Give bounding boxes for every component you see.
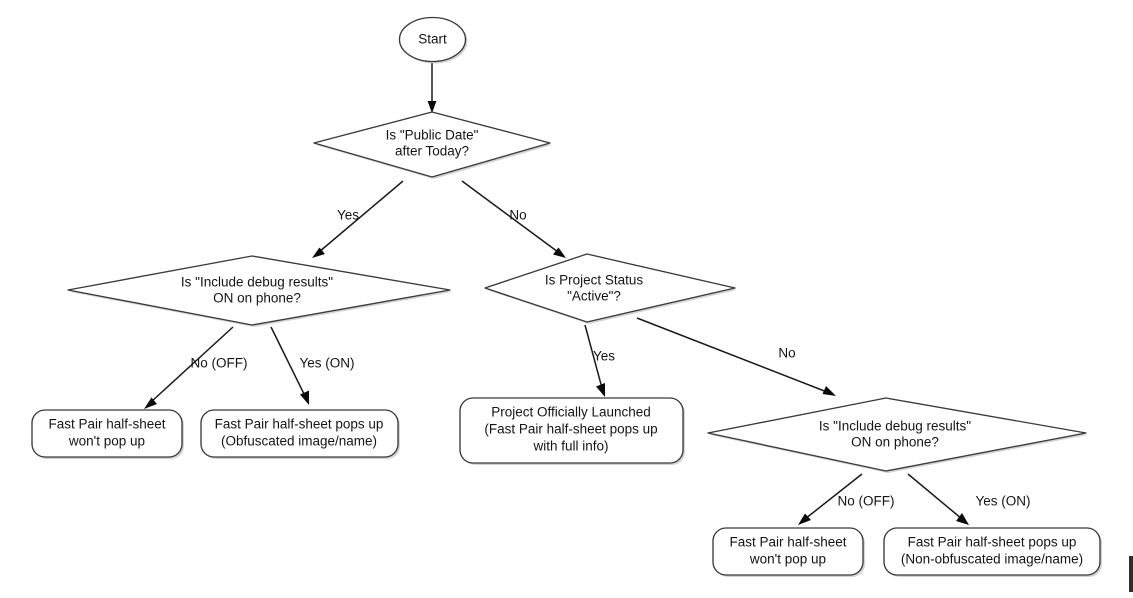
edge-debug-right-yes: Yes (ON): [907, 473, 1031, 525]
node-start-label: Start: [418, 32, 447, 47]
edge-label-project-status-yes: Yes: [593, 349, 615, 364]
node-debug-right-line1: Is "Include debug results": [819, 419, 971, 434]
node-left-no-result-line2: won't pop up: [68, 434, 145, 449]
edge-debug-left-yes: Yes (ON): [270, 326, 355, 405]
edge-public-date-yes: Yes: [312, 180, 404, 258]
node-debug-left-decision[interactable]: Is "Include debug results" ON on phone?: [67, 255, 452, 327]
node-public-date-decision[interactable]: Is "Public Date" after Today?: [313, 111, 552, 179]
edge-project-status-no: No: [636, 317, 836, 396]
edge-label-public-date-no: No: [509, 208, 526, 223]
node-left-yes-result[interactable]: Fast Pair half-sheet pops up (Obfuscated…: [200, 409, 400, 459]
node-right-yes-result-line1: Fast Pair half-sheet pops up: [908, 535, 1077, 550]
edge-start-to-public-date: [427, 63, 437, 113]
node-right-no-result-line2: won't pop up: [749, 552, 826, 567]
node-left-yes-result-line2: (Obfuscated image/name): [221, 434, 377, 449]
edge-label-debug-left-yes: Yes (ON): [299, 356, 354, 371]
node-start[interactable]: Start: [398, 16, 468, 64]
node-launched-result-line2: (Fast Pair half-sheet pops up: [484, 422, 657, 437]
edge-label-debug-left-no: No (OFF): [191, 356, 248, 371]
node-debug-right-decision[interactable]: Is "Include debug results" ON on phone?: [707, 397, 1088, 473]
node-left-no-result[interactable]: Fast Pair half-sheet won't pop up: [31, 409, 184, 459]
edge-debug-left-no: No (OFF): [144, 326, 248, 409]
node-launched-result-line3: with full info): [532, 439, 608, 454]
node-public-date-line1: Is "Public Date": [386, 128, 479, 143]
node-right-yes-result-line2: (Non-obfuscated image/name): [901, 552, 1083, 567]
node-project-status-decision[interactable]: Is Project Status "Active"?: [484, 253, 737, 324]
edge-crop-artifact: [1129, 556, 1133, 592]
edge-label-debug-right-no: No (OFF): [838, 494, 895, 509]
node-right-yes-result[interactable]: Fast Pair half-sheet pops up (Non-obfusc…: [883, 527, 1102, 577]
node-left-yes-result-line1: Fast Pair half-sheet pops up: [215, 417, 384, 432]
node-left-no-result-line1: Fast Pair half-sheet: [48, 417, 165, 432]
node-right-no-result-line1: Fast Pair half-sheet: [729, 535, 846, 550]
node-debug-left-line2: ON on phone?: [213, 291, 301, 306]
node-project-status-line1: Is Project Status: [545, 273, 644, 288]
edge-project-status-yes: Yes: [584, 324, 615, 397]
node-launched-result-line1: Project Officially Launched: [491, 405, 651, 420]
edge-label-public-date-yes: Yes: [337, 208, 359, 223]
edge-label-debug-right-yes: Yes (ON): [975, 494, 1030, 509]
node-launched-result[interactable]: Project Officially Launched (Fast Pair h…: [459, 397, 685, 465]
edge-public-date-no: No: [461, 180, 566, 258]
node-debug-right-line2: ON on phone?: [851, 435, 939, 450]
node-right-no-result[interactable]: Fast Pair half-sheet won't pop up: [712, 527, 865, 577]
node-debug-left-line1: Is "Include debug results": [181, 275, 333, 290]
node-project-status-line2: "Active"?: [567, 289, 621, 304]
edge-label-project-status-no: No: [778, 346, 795, 361]
edge-debug-right-no: No (OFF): [798, 473, 895, 525]
node-public-date-line2: after Today?: [395, 144, 469, 159]
